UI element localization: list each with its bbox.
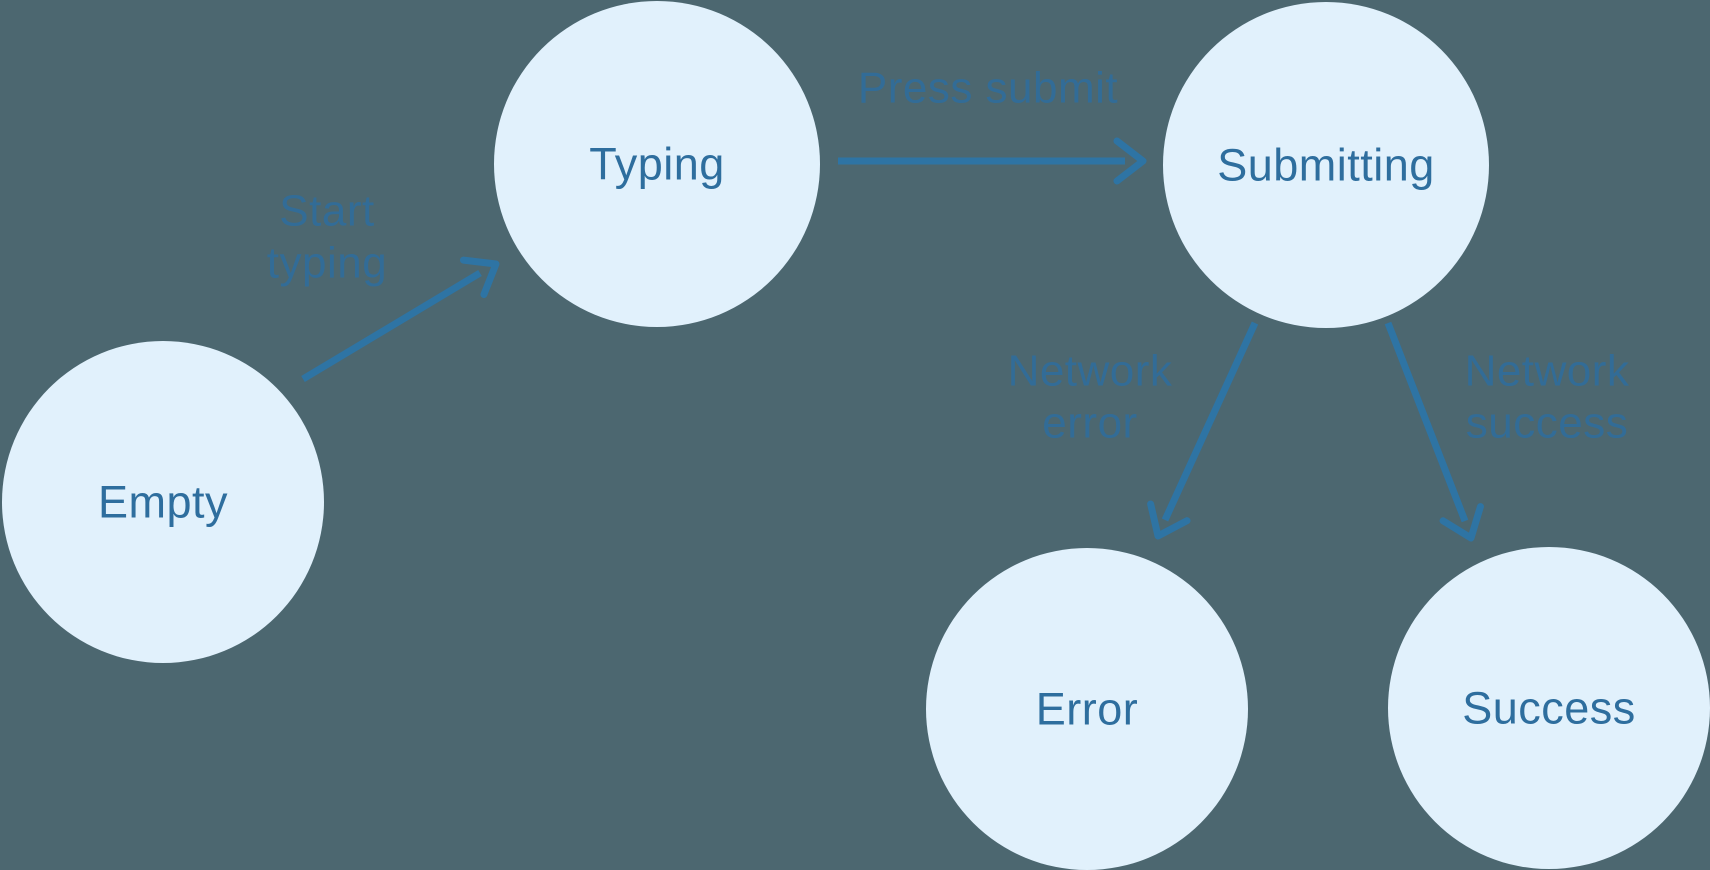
node-circle[interactable]	[1388, 547, 1710, 869]
edge-label-line: Network	[1465, 347, 1630, 396]
edge-line	[301, 269, 482, 383]
edge-line	[1161, 321, 1259, 522]
edge-empty-to-typing: Start typing	[267, 187, 500, 383]
state-node-submitting[interactable]: Submitting	[1163, 2, 1489, 328]
state-node-typing[interactable]: Typing	[494, 1, 820, 327]
edge-label-line: success	[1466, 399, 1628, 448]
node-label: Submitting	[1217, 140, 1435, 191]
arrowhead-icon	[1113, 137, 1147, 185]
edge-label-line: typing	[267, 239, 387, 288]
arrowhead-icon	[459, 256, 500, 298]
state-node-error[interactable]: Error	[926, 548, 1248, 870]
arrowhead-icon	[1147, 500, 1191, 540]
edge-submitting-to-error: Network error	[1008, 321, 1259, 540]
node-circle[interactable]	[926, 548, 1248, 870]
arrowhead-icon	[1439, 503, 1484, 542]
edge-label-line: Start	[279, 187, 374, 236]
node-circle[interactable]	[2, 341, 324, 663]
state-node-success[interactable]: Success	[1388, 547, 1710, 869]
edge-submitting-to-success: Network success	[1384, 321, 1630, 542]
node-label: Typing	[589, 139, 725, 190]
edge-typing-to-submitting: Press submit	[838, 64, 1147, 185]
node-circle[interactable]	[494, 1, 820, 327]
node-circle[interactable]	[1163, 2, 1489, 328]
edge-label-line: Network	[1008, 347, 1173, 396]
state-node-empty[interactable]: Empty	[2, 341, 324, 663]
edge-label-line: error	[1042, 399, 1137, 448]
edge-line	[1384, 321, 1469, 523]
edge-label-line: Press submit	[858, 64, 1118, 113]
node-label: Success	[1462, 683, 1636, 734]
node-label: Empty	[98, 477, 228, 528]
node-label: Error	[1036, 684, 1139, 735]
